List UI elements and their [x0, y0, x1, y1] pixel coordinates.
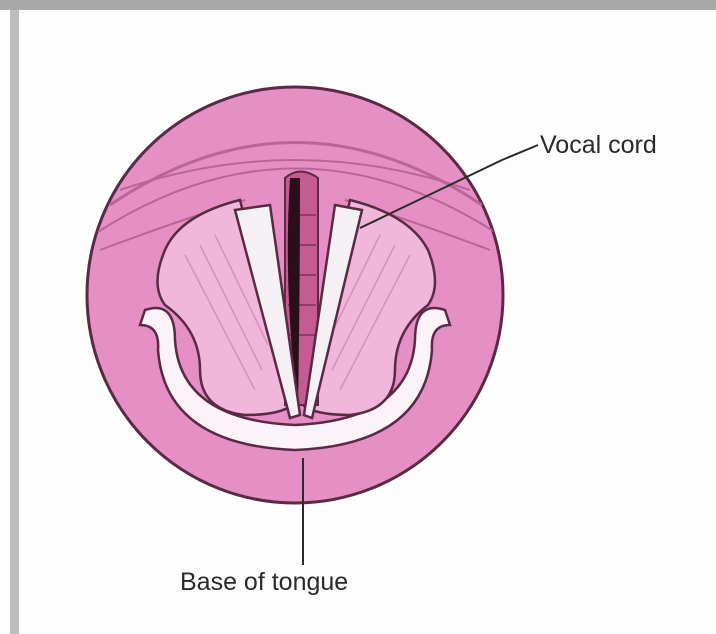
base-of-tongue-label: Base of tongue [180, 568, 348, 596]
vocal-cord-label: Vocal cord [540, 131, 657, 159]
